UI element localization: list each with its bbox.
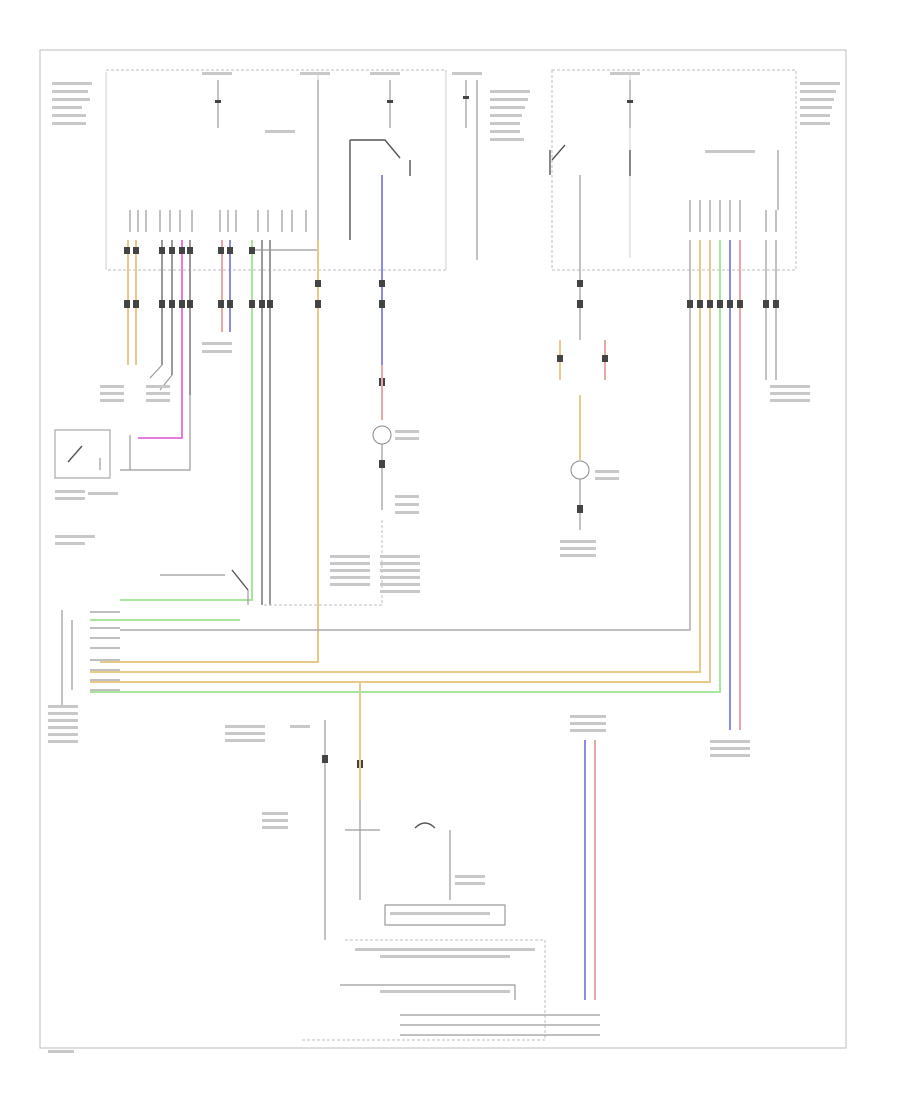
left-module (105, 69, 447, 271)
left-bus-connector (61, 569, 720, 760)
right-module-pins (689, 150, 779, 232)
left-wires (100, 240, 319, 663)
center-lamp-circuit (262, 175, 392, 606)
left-module-pins (129, 210, 318, 251)
top-fuses (215, 80, 633, 260)
faint-labels (48, 72, 840, 1053)
left-lower-network (54, 364, 191, 479)
right-module (551, 69, 797, 271)
bottom-module (300, 720, 600, 1041)
diagram-frame (39, 49, 847, 1049)
right-lamp-circuit (557, 175, 608, 530)
right-wires (100, 240, 779, 730)
left-connectors (124, 247, 321, 308)
